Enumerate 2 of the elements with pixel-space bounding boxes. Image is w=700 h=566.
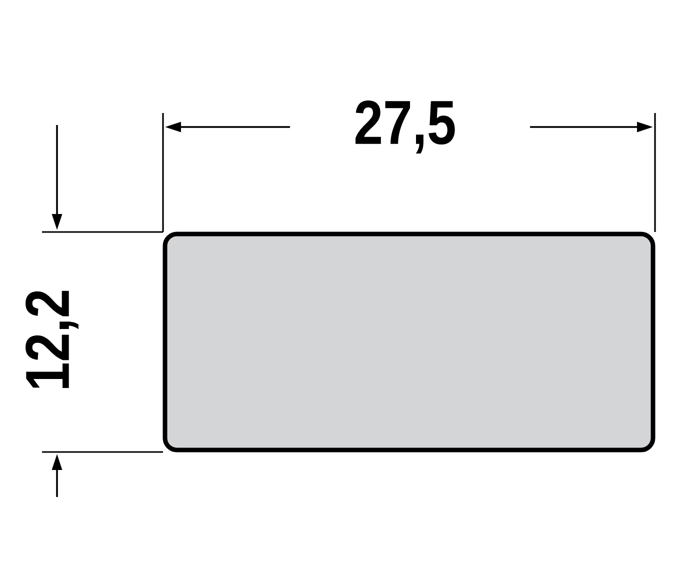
dimension-label: 27,5 [356, 100, 455, 154]
dimension-label: 12,2 [26, 290, 78, 388]
